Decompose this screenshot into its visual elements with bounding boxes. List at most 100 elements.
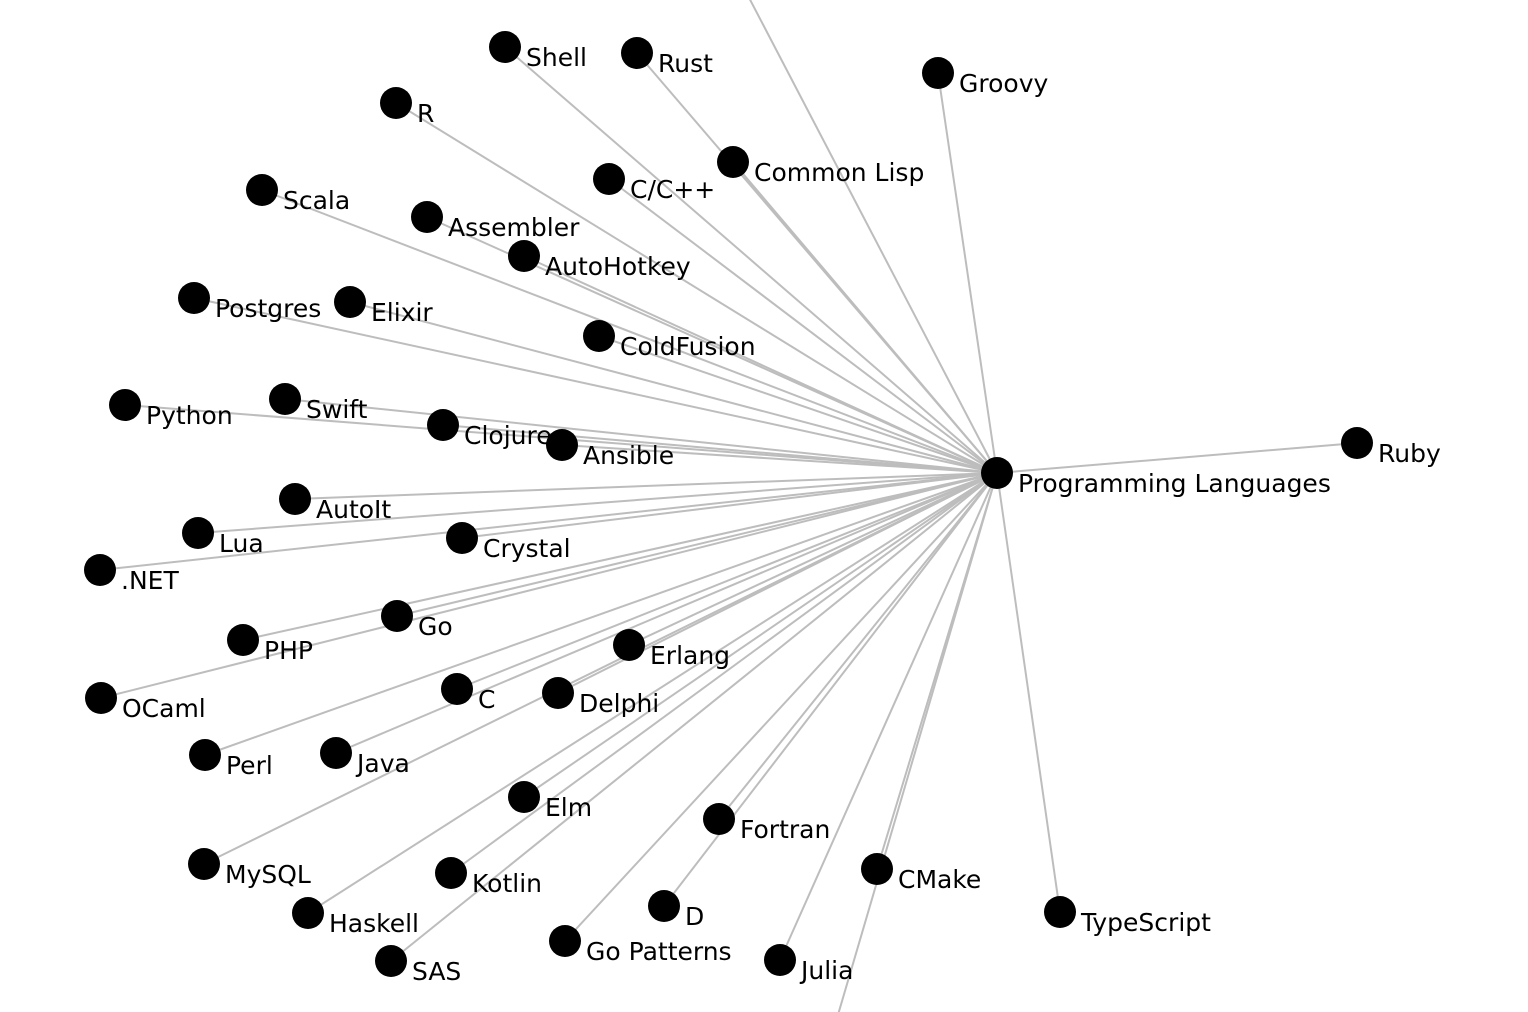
node-crystal[interactable]: Crystal xyxy=(446,522,571,563)
node-dot[interactable] xyxy=(188,848,220,880)
node-dot[interactable] xyxy=(380,87,412,119)
node-dot[interactable] xyxy=(427,409,459,441)
edge-crystal xyxy=(461,472,998,539)
node-dot[interactable] xyxy=(182,517,214,549)
node-dot[interactable] xyxy=(489,31,521,63)
node-swift[interactable]: Swift xyxy=(269,383,368,424)
node-dot[interactable] xyxy=(269,383,301,415)
node-dot[interactable] xyxy=(621,37,653,69)
hub-node-dot[interactable] xyxy=(981,457,1013,489)
node-programming-languages[interactable]: Programming Languages xyxy=(981,457,1331,498)
node-label: Go xyxy=(418,612,453,641)
node-dot[interactable] xyxy=(85,682,117,714)
node-fortran[interactable]: Fortran xyxy=(703,803,830,844)
node-label: Ruby xyxy=(1378,439,1441,468)
node-dot[interactable] xyxy=(375,945,407,977)
node-dot[interactable] xyxy=(1044,896,1076,928)
node-dot[interactable] xyxy=(446,522,478,554)
node-c-cpp[interactable]: C/C++ xyxy=(593,163,715,204)
node-elixir[interactable]: Elixir xyxy=(334,286,433,327)
node-rust[interactable]: Rust xyxy=(621,37,713,78)
node-java[interactable]: Java xyxy=(320,737,410,778)
node-julia[interactable]: Julia xyxy=(764,944,853,985)
node-dot[interactable] xyxy=(508,781,540,813)
node-clojure[interactable]: Clojure xyxy=(427,409,552,450)
edge-autohotkey xyxy=(523,255,998,474)
node-go-patterns[interactable]: Go Patterns xyxy=(549,925,732,966)
node-scala[interactable]: Scala xyxy=(246,174,350,215)
node-typescript[interactable]: TypeScript xyxy=(1044,896,1211,937)
node-dot[interactable] xyxy=(411,201,443,233)
node-label: Postgres xyxy=(215,294,321,323)
node-groovy[interactable]: Groovy xyxy=(922,57,1048,98)
node-label: R xyxy=(417,99,434,128)
node-dot[interactable] xyxy=(703,803,735,835)
node-dot[interactable] xyxy=(508,240,540,272)
node-label: Shell xyxy=(526,43,587,72)
node-shell[interactable]: Shell xyxy=(489,31,587,72)
node-label: Groovy xyxy=(959,69,1048,98)
edge-shell xyxy=(504,46,998,474)
node-mysql[interactable]: MySQL xyxy=(188,848,311,889)
node-ocaml[interactable]: OCaml xyxy=(85,682,206,723)
node-dot[interactable] xyxy=(381,600,413,632)
node-python[interactable]: Python xyxy=(109,389,233,430)
edge-typescript xyxy=(996,472,1061,913)
node-dot[interactable] xyxy=(549,925,581,957)
node-autoit[interactable]: AutoIt xyxy=(279,483,391,524)
node-dot[interactable] xyxy=(178,282,210,314)
node-dot[interactable] xyxy=(922,57,954,89)
node-dot[interactable] xyxy=(764,944,796,976)
node-dot[interactable] xyxy=(292,897,324,929)
edge-elixir xyxy=(349,301,998,474)
node-dot[interactable] xyxy=(320,737,352,769)
node-dot[interactable] xyxy=(84,554,116,586)
node-ruby[interactable]: Ruby xyxy=(1341,427,1441,468)
node-dot[interactable] xyxy=(246,174,278,206)
node-assembler[interactable]: Assembler xyxy=(411,201,580,242)
node-dot[interactable] xyxy=(648,890,680,922)
node-dot[interactable] xyxy=(717,146,749,178)
node-dot[interactable] xyxy=(441,673,473,705)
node-delphi[interactable]: Delphi xyxy=(542,677,659,718)
node-haskell[interactable]: Haskell xyxy=(292,897,419,938)
node-dotnet[interactable]: .NET xyxy=(84,554,179,595)
edge-go xyxy=(396,472,998,617)
node-php[interactable]: PHP xyxy=(227,624,313,665)
edge-c-cpp xyxy=(608,178,998,474)
node-dot[interactable] xyxy=(613,629,645,661)
node-go[interactable]: Go xyxy=(381,600,453,641)
edge-sas xyxy=(390,472,998,962)
node-coldfusion[interactable]: ColdFusion xyxy=(583,320,756,361)
node-dot[interactable] xyxy=(542,677,574,709)
node-lua[interactable]: Lua xyxy=(182,517,264,558)
node-dot[interactable] xyxy=(1341,427,1373,459)
node-dot[interactable] xyxy=(435,857,467,889)
node-autohotkey[interactable]: AutoHotkey xyxy=(508,240,691,281)
node-c[interactable]: C xyxy=(441,673,495,714)
node-dot[interactable] xyxy=(583,320,615,352)
node-ansible[interactable]: Ansible xyxy=(546,429,674,470)
node-postgres[interactable]: Postgres xyxy=(178,282,321,323)
node-dot[interactable] xyxy=(546,429,578,461)
node-label: Python xyxy=(146,401,233,430)
node-perl[interactable]: Perl xyxy=(189,739,273,780)
node-common-lisp[interactable]: Common Lisp xyxy=(717,146,924,187)
node-dot[interactable] xyxy=(593,163,625,195)
node-label: D xyxy=(685,902,704,931)
node-dot[interactable] xyxy=(334,286,366,318)
node-erlang[interactable]: Erlang xyxy=(613,629,730,670)
node-dot[interactable] xyxy=(279,483,311,515)
node-dot[interactable] xyxy=(227,624,259,656)
node-cmake[interactable]: CMake xyxy=(861,853,981,894)
node-label: Clojure xyxy=(464,421,552,450)
node-r[interactable]: R xyxy=(380,87,434,128)
node-dot[interactable] xyxy=(861,853,893,885)
node-kotlin[interactable]: Kotlin xyxy=(435,857,542,898)
node-dot[interactable] xyxy=(109,389,141,421)
node-sas[interactable]: SAS xyxy=(375,945,461,986)
edge-clojure xyxy=(442,424,998,474)
node-elm[interactable]: Elm xyxy=(508,781,592,822)
node-d[interactable]: D xyxy=(648,890,704,931)
node-dot[interactable] xyxy=(189,739,221,771)
